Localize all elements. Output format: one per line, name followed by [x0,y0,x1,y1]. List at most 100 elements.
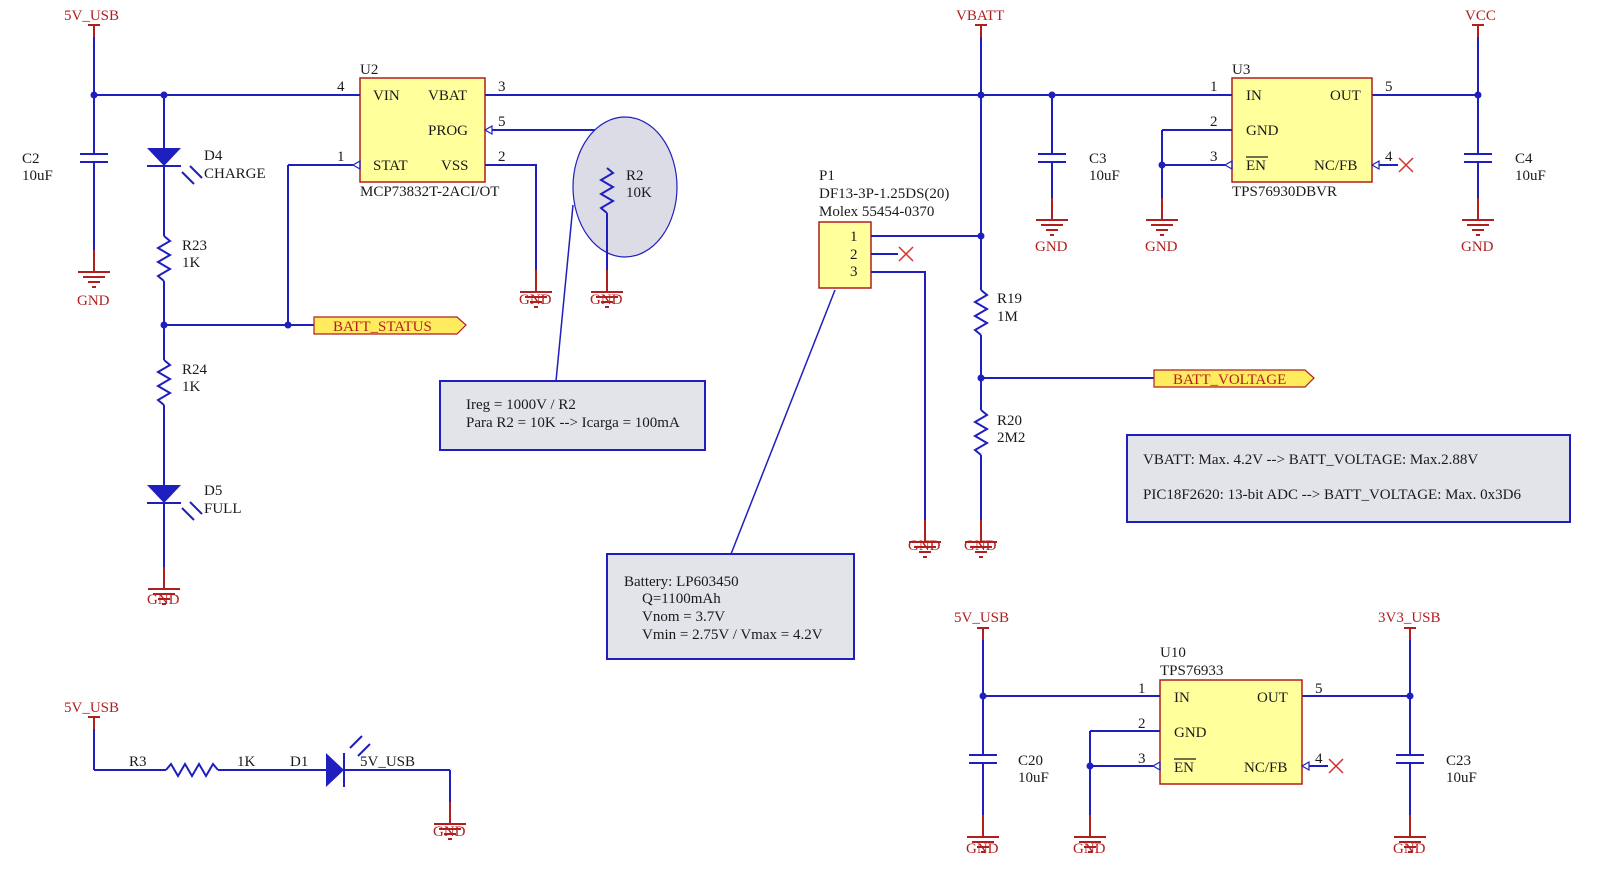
power-port-5v-usb-u10: 5V_USB [954,610,1009,696]
svg-text:OUT: OUT [1330,88,1361,104]
resistor-r23: R23 1K [156,166,207,325]
svg-text:D1: D1 [290,754,308,770]
svg-text:D5: D5 [204,483,222,499]
svg-text:GND: GND [590,292,623,308]
svg-text:GND: GND [519,292,552,308]
svg-text:GND: GND [147,592,180,608]
svg-text:Ireg = 1000V / R2: Ireg = 1000V / R2 [466,397,576,413]
resistor-r19: R19 1M [973,289,1022,410]
power-port-5v-usb-top: 5V_USB [64,8,119,95]
resistor-r2: R2 10K GND [572,116,678,308]
svg-text:GND: GND [1461,239,1494,255]
svg-text:STAT: STAT [373,158,408,174]
svg-text:EN: EN [1246,158,1266,174]
svg-text:1: 1 [1138,681,1146,697]
svg-text:VIN: VIN [373,88,400,104]
svg-text:10K: 10K [626,185,652,201]
svg-text:10uF: 10uF [1446,770,1477,786]
note-adc: VBATT: Max. 4.2V --> BATT_VOLTAGE: Max.2… [1126,434,1571,523]
svg-text:3: 3 [1210,149,1218,165]
svg-text:GND: GND [1035,239,1068,255]
capacitor-c2: C2 10uF GND [22,95,111,309]
resistor-r3: R3 1K [129,754,256,778]
svg-text:2: 2 [1210,114,1218,130]
svg-text:3: 3 [498,79,506,95]
svg-text:C4: C4 [1515,151,1533,167]
ic-u10-tps76933: U10 TPS76933 IN OUT GND EN NC/FB 1 5 2 3… [1090,645,1344,785]
svg-text:Vmin = 2.75V / Vmax = 4.2V: Vmin = 2.75V / Vmax = 4.2V [642,627,823,643]
net-label-batt-voltage: BATT_VOLTAGE [1153,369,1315,388]
svg-text:10uF: 10uF [1018,770,1049,786]
svg-text:C20: C20 [1018,753,1043,769]
svg-text:IN: IN [1246,88,1262,104]
svg-text:1: 1 [337,149,345,165]
led-d5-full: D5 FULL GND [147,483,242,608]
svg-text:U3: U3 [1232,62,1250,78]
svg-text:GND: GND [908,538,941,554]
svg-text:Battery: LP603450: Battery: LP603450 [624,574,739,590]
svg-text:Molex 55454-0370: Molex 55454-0370 [819,204,934,220]
svg-text:VSS: VSS [441,158,469,174]
svg-text:PIC18F2620: 13-bit ADC --> BAT: PIC18F2620: 13-bit ADC --> BATT_VOLTAGE:… [1143,487,1521,503]
ic-u3-tps76930: U3 IN OUT GND EN NC/FB 1 5 2 3 4 TPS7693… [1162,62,1414,200]
svg-text:GND: GND [1073,841,1106,857]
resistor-r20: R20 2M2 GND [964,409,1025,558]
note-battery: Battery: LP603450 Q=1100mAh Vnom = 3.7V … [606,553,855,660]
svg-text:R24: R24 [182,362,208,378]
svg-text:5V_USB: 5V_USB [64,8,119,24]
svg-text:P1: P1 [819,168,835,184]
svg-text:2: 2 [498,149,506,165]
svg-text:5V_USB: 5V_USB [954,610,1009,626]
net-label-batt-status: BATT_STATUS [313,316,467,335]
svg-text:10uF: 10uF [22,168,53,184]
svg-text:10uF: 10uF [1089,168,1120,184]
svg-text:4: 4 [337,79,345,95]
power-port-vbatt: VBATT [956,8,1004,95]
svg-text:Q=1100mAh: Q=1100mAh [642,591,721,607]
svg-text:5V_USB: 5V_USB [64,700,119,716]
svg-text:3: 3 [850,264,858,280]
svg-text:R19: R19 [997,291,1022,307]
svg-text:GND: GND [966,841,999,857]
r2-highlight-ellipse [572,116,678,258]
svg-text:GND: GND [433,824,466,840]
resistor-r24: R24 1K [156,325,208,485]
svg-text:Vnom = 3.7V: Vnom = 3.7V [642,609,725,625]
ic-u2-mcp73832: U2 VIN VBAT PROG STAT VSS 4 3 5 1 2 MCP7… [337,62,510,200]
svg-text:VCC: VCC [1465,8,1496,24]
power-port-3v3-usb: 3V3_USB [1378,610,1441,696]
svg-text:R23: R23 [182,238,207,254]
power-port-vcc: VCC [1465,8,1496,95]
svg-text:DF13-3P-1.25DS(20): DF13-3P-1.25DS(20) [819,186,949,202]
svg-text:U10: U10 [1160,645,1186,661]
svg-text:5: 5 [1385,79,1393,95]
capacitor-c23: C23 10uF GND [1393,696,1477,857]
svg-text:1M: 1M [997,309,1018,325]
svg-text:2: 2 [850,247,858,263]
svg-text:NC/FB: NC/FB [1314,158,1357,174]
svg-text:GND: GND [1145,239,1178,255]
svg-text:GND: GND [1393,841,1426,857]
svg-text:FULL: FULL [204,501,242,517]
svg-text:R2: R2 [626,168,644,184]
svg-text:5: 5 [1315,681,1323,697]
svg-text:R20: R20 [997,413,1022,429]
svg-text:GND: GND [1246,123,1279,139]
svg-text:10uF: 10uF [1515,168,1546,184]
svg-text:1: 1 [850,229,858,245]
svg-text:1K: 1K [182,379,201,395]
svg-text:3: 3 [1138,751,1146,767]
svg-text:IN: IN [1174,690,1190,706]
svg-text:5V_USB: 5V_USB [360,754,415,770]
svg-text:VBATT: VBATT [956,8,1004,24]
svg-text:4: 4 [1385,149,1393,165]
svg-text:5: 5 [498,114,506,130]
note-ireg: Ireg = 1000V / R2 Para R2 = 10K --> Icar… [439,380,706,451]
svg-text:2M2: 2M2 [997,430,1025,446]
svg-text:4: 4 [1315,751,1323,767]
power-port-5v-usb-led: 5V_USB [64,700,119,770]
svg-text:C23: C23 [1446,753,1471,769]
svg-text:C3: C3 [1089,151,1107,167]
svg-text:C2: C2 [22,151,40,167]
